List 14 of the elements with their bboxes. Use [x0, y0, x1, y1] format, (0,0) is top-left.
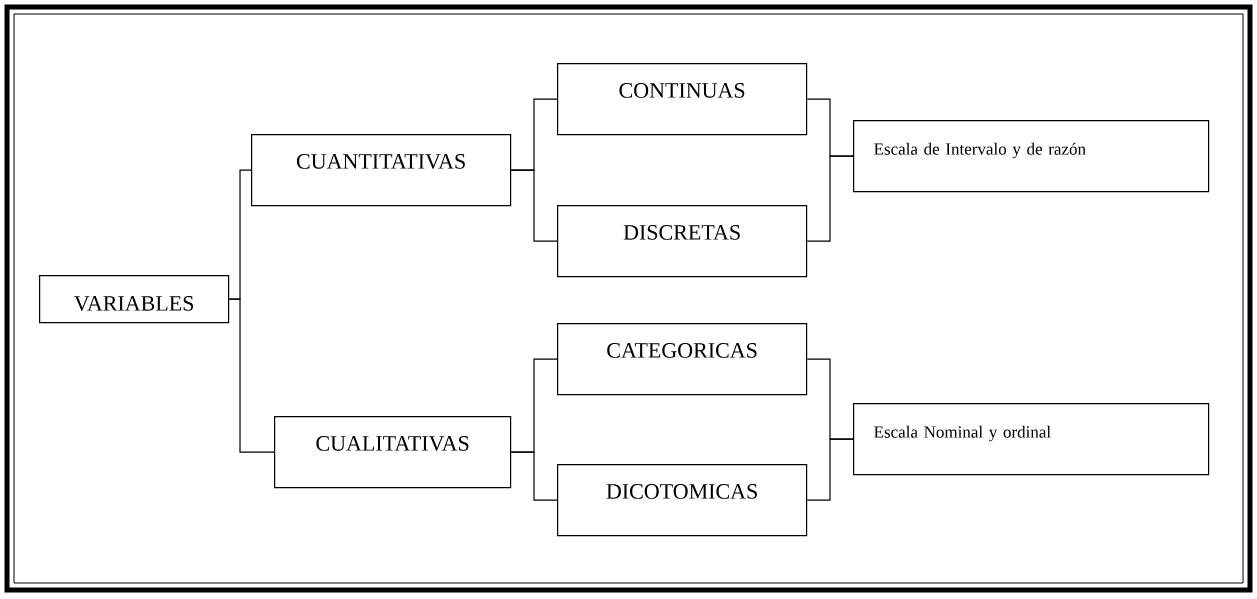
- connector-line: [228, 298, 275, 453]
- label-box: VARIABLES: [39, 275, 230, 324]
- label-box: CUANTITATIVAS: [251, 134, 512, 207]
- label-box: DISCRETAS: [557, 205, 808, 278]
- connector-line: [510, 451, 558, 501]
- label-box: CONTINUAS: [557, 63, 808, 136]
- label-box: CATEGORICAS: [557, 323, 808, 396]
- label-box: Escala Nominal y ordinal: [853, 402, 1210, 476]
- connector-line: [806, 155, 854, 242]
- connector-line: [806, 438, 854, 501]
- connector-line: [510, 169, 558, 242]
- label-box: CUALITATIVAS: [274, 416, 512, 489]
- label-box: Escala de Intervalo y de razón: [853, 120, 1210, 193]
- label-box: DICOTOMICAS: [557, 463, 808, 537]
